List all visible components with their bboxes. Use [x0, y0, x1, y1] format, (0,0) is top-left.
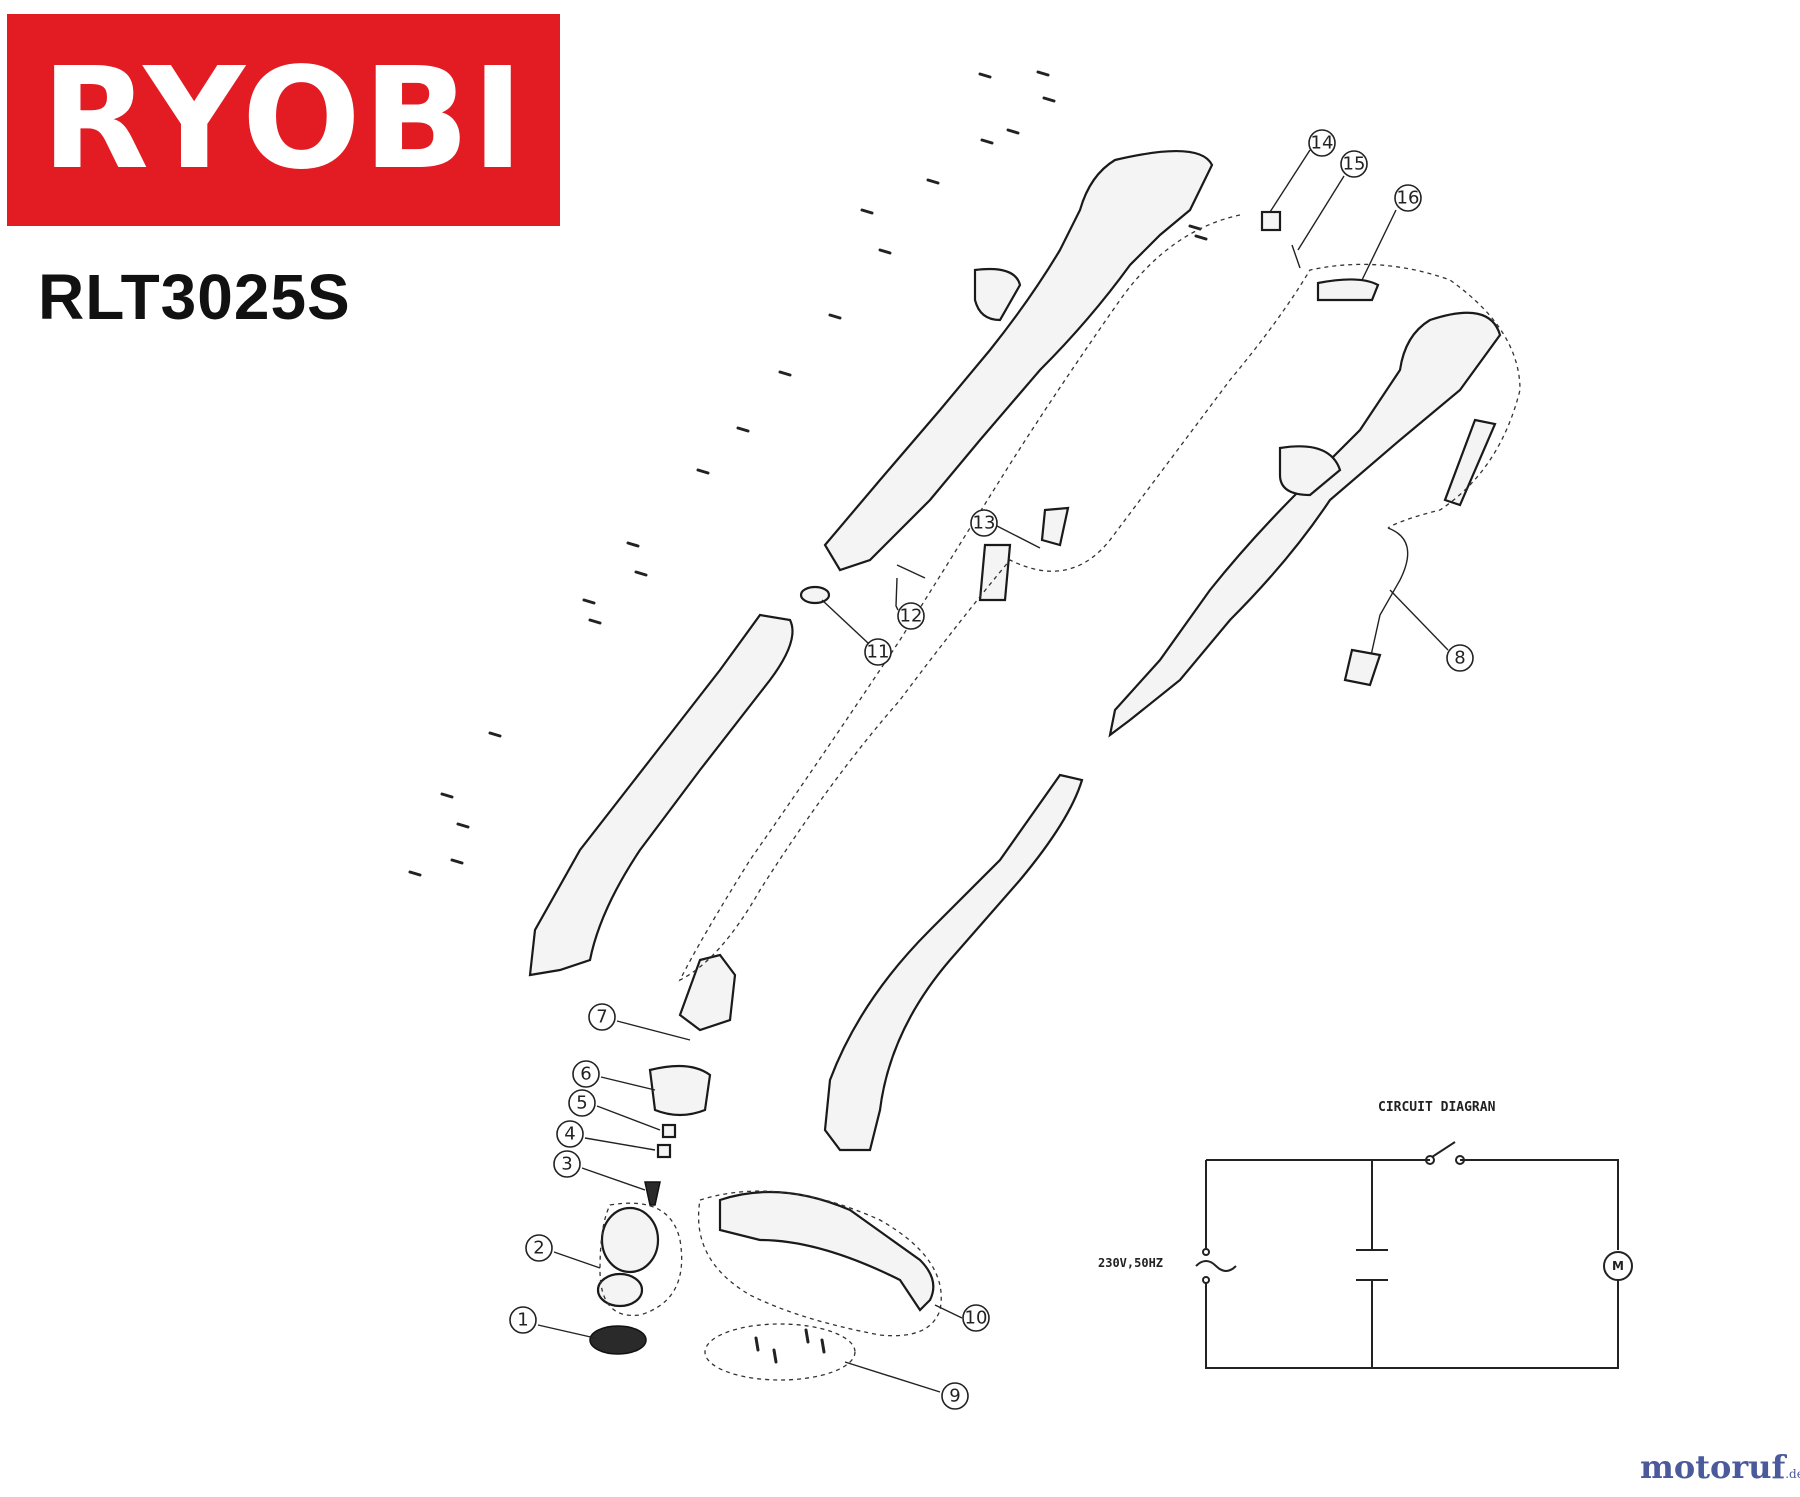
- spring-small: [896, 564, 926, 579]
- bearing: [661, 1123, 677, 1139]
- upper-housing-left: [823, 150, 1214, 572]
- watermark-suffix: .de: [1785, 1467, 1800, 1481]
- watermark: motoruf.de: [1640, 1448, 1800, 1486]
- screw-group-outline: [704, 1323, 856, 1381]
- svg-text:14: 14: [1311, 133, 1334, 154]
- screws: [408, 70, 1208, 877]
- callout-1: 1: [509, 1306, 596, 1339]
- callout-9: 9: [844, 1361, 969, 1410]
- housing-right-with-handle: [1108, 311, 1502, 738]
- svg-text:6: 6: [580, 1064, 591, 1085]
- logo-text: RYOBI: [41, 38, 526, 201]
- capacitor-coil: [978, 543, 1012, 602]
- fan: [648, 1064, 712, 1117]
- callout-3: 3: [553, 1150, 646, 1191]
- shaft-tube: [823, 773, 1084, 1152]
- svg-text:12: 12: [900, 606, 923, 627]
- ryobi-logo: RYOBI: [7, 14, 560, 226]
- screw-group: [754, 1328, 826, 1364]
- svg-text:7: 7: [596, 1007, 607, 1028]
- suppressor: [1040, 506, 1070, 547]
- handle-grip-upper: [973, 267, 1022, 322]
- svg-text:1: 1: [517, 1310, 528, 1331]
- spool-outline: [599, 1202, 683, 1317]
- svg-text:13: 13: [973, 513, 996, 534]
- callout-6: 6: [572, 1060, 656, 1091]
- callout-8: 8: [1389, 589, 1474, 672]
- o-ring: [799, 585, 831, 605]
- svg-text:11: 11: [867, 642, 890, 663]
- spool: [600, 1206, 660, 1274]
- voltage-label: 230V,50HZ: [1098, 1256, 1164, 1270]
- callout-12: 12: [895, 577, 925, 630]
- callout-15: 15: [1297, 150, 1368, 251]
- svg-text:10: 10: [965, 1308, 988, 1329]
- model-number: RLT3025S: [38, 261, 351, 333]
- plug: [1343, 648, 1382, 687]
- callout-10: 10: [934, 1304, 990, 1332]
- spool-base: [596, 1272, 644, 1308]
- spindle: [644, 1181, 661, 1206]
- svg-text:5: 5: [576, 1093, 587, 1114]
- trigger: [1316, 278, 1380, 302]
- watermark-name: motoruf: [1640, 1448, 1786, 1486]
- callout-2: 2: [525, 1234, 601, 1269]
- svg-text:3: 3: [561, 1154, 572, 1175]
- svg-text:9: 9: [949, 1386, 960, 1407]
- svg-text:15: 15: [1343, 154, 1366, 175]
- internal-wiring: [678, 214, 1521, 982]
- lower-housing-left: [528, 613, 794, 977]
- washer: [656, 1143, 672, 1159]
- switch: [1260, 210, 1282, 232]
- callout-5: 5: [568, 1089, 661, 1131]
- cable-sleeve: [1443, 418, 1497, 507]
- spool-cap: [589, 1325, 647, 1355]
- svg-text:4: 4: [564, 1124, 575, 1145]
- callout-11: 11: [821, 599, 892, 666]
- guard: [718, 1190, 935, 1312]
- callout-4: 4: [556, 1120, 656, 1151]
- callout-13: 13: [970, 509, 1041, 549]
- circuit-diagram: M: [1195, 1141, 1633, 1369]
- motor-symbol-label: M: [1612, 1259, 1624, 1273]
- motor: [678, 953, 737, 1032]
- callout-16: 16: [1361, 184, 1422, 281]
- switch-spring: [1291, 244, 1301, 269]
- callout-7: 7: [588, 1003, 691, 1041]
- handle-grip-right: [1278, 445, 1342, 497]
- svg-text:2: 2: [533, 1238, 544, 1259]
- cable: [1369, 527, 1409, 661]
- callout-14: 14: [1269, 129, 1336, 213]
- svg-text:16: 16: [1397, 188, 1420, 209]
- svg-text:8: 8: [1454, 648, 1465, 669]
- circuit-diagram-title: CIRCUIT DIAGRAN: [1378, 1100, 1496, 1115]
